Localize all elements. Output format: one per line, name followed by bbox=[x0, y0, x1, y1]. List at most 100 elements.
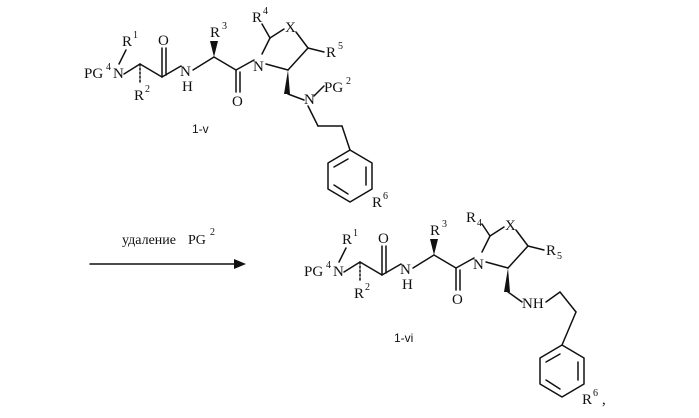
reactant-n-label: N bbox=[113, 66, 124, 82]
arrow-label-pg: PG bbox=[188, 233, 206, 248]
reactant-structure: PG 4 N R 1 R 2 O N H R 3 O N bbox=[84, 6, 388, 211]
product-n-label: N bbox=[333, 264, 344, 280]
reactant-o2-label: O bbox=[232, 94, 243, 110]
reactant-bond-ca2-c2 bbox=[214, 57, 236, 70]
product-bond-nh-ca2 bbox=[413, 255, 434, 268]
reactant-r3-label: R bbox=[210, 25, 220, 41]
reactant-bond-chain-3 bbox=[342, 126, 350, 150]
reactant-compound-id: 1-v bbox=[192, 122, 209, 136]
product-nh-n: N bbox=[400, 262, 411, 278]
product-pg4-label: PG bbox=[304, 264, 323, 280]
product-r5-label: R bbox=[546, 243, 556, 259]
reactant-bond-ca1-c1 bbox=[140, 64, 162, 77]
reactant-o1-label: O bbox=[158, 33, 169, 49]
product-bond-ca1-c1 bbox=[360, 262, 382, 275]
product-r6-label: R bbox=[582, 392, 592, 408]
reactant-bond-r4 bbox=[262, 24, 270, 38]
reactant-r1-sup: 1 bbox=[133, 30, 138, 41]
product-ring-bond-3 bbox=[516, 230, 528, 246]
reactant-nh-h: H bbox=[182, 79, 193, 95]
product-r5-sub: 5 bbox=[557, 251, 562, 262]
product-benzene-double-1 bbox=[546, 354, 560, 362]
product-ring-n: N bbox=[473, 257, 484, 273]
reactant-r1-label: R bbox=[122, 34, 132, 50]
product-bond-chain-1 bbox=[546, 292, 560, 302]
reactant-ring-bond-4 bbox=[288, 48, 308, 70]
arrow-label-sup: 2 bbox=[210, 227, 215, 238]
product-x-label: X bbox=[505, 218, 516, 234]
reactant-r4-label: R bbox=[252, 10, 262, 26]
reaction-arrow: удаление PG 2 bbox=[90, 227, 246, 269]
reactant-benzene-double-3 bbox=[334, 185, 348, 194]
product-compound-id: 1-vi bbox=[394, 331, 413, 345]
reactant-r3-sup: 3 bbox=[222, 21, 227, 32]
product-o1-label: O bbox=[378, 231, 389, 247]
reactant-n2-label: N bbox=[304, 92, 315, 108]
reactant-pg4-sup: 4 bbox=[106, 62, 111, 73]
product-ring-bond-4 bbox=[508, 246, 528, 268]
arrow-head bbox=[234, 259, 246, 269]
product-bond-ch2-nh bbox=[508, 292, 522, 302]
reactant-wedge-ca2-r3 bbox=[210, 41, 218, 57]
reactant-pg4-label: PG bbox=[84, 66, 103, 82]
reactant-r4-sup: 4 bbox=[263, 6, 268, 17]
reactant-r2-sup: 2 bbox=[145, 84, 150, 95]
product-pg4-sup: 4 bbox=[326, 260, 331, 271]
product-r4-label: R bbox=[466, 210, 476, 226]
reactant-r5-label: R bbox=[326, 45, 336, 61]
product-bond-r5 bbox=[528, 246, 544, 250]
product-wedge-ca2-r3 bbox=[430, 239, 438, 255]
product-bond-chain-2 bbox=[560, 292, 576, 312]
reactant-pg2-sup: 2 bbox=[346, 76, 351, 87]
reactant-ring-bond-1 bbox=[262, 38, 270, 54]
product-wedge-ch2 bbox=[504, 268, 510, 292]
reactant-ring-bond-5 bbox=[266, 64, 288, 70]
product-nh-h: H bbox=[402, 277, 413, 293]
product-benzene-double-3 bbox=[546, 380, 560, 389]
arrow-label-text: удаление bbox=[122, 233, 176, 248]
reactant-pg2-label: PG bbox=[324, 80, 343, 96]
product-r2-sup: 2 bbox=[365, 282, 370, 293]
product-bond-n-ca1 bbox=[344, 262, 360, 272]
reactant-bond-nh-ca2 bbox=[193, 57, 214, 70]
reactant-ring-n: N bbox=[253, 59, 264, 75]
reactant-wedge-ch2 bbox=[284, 70, 290, 94]
reactant-ring-bond-2 bbox=[270, 29, 284, 38]
product-ring-bond-1 bbox=[482, 236, 490, 252]
reactant-bond-ch2-n2 bbox=[288, 94, 304, 100]
reactant-bond-n-ca1 bbox=[124, 64, 140, 74]
product-bond-ca2-c2 bbox=[434, 255, 456, 268]
reactant-nh-n: N bbox=[180, 64, 191, 80]
product-structure: PG 4 N R 1 R 2 O N H R 3 O N X R 4 bbox=[304, 210, 606, 408]
product-bond-r4 bbox=[482, 224, 490, 236]
reactant-x-label: X bbox=[285, 20, 296, 36]
reactant-bond-c2-ringn bbox=[236, 60, 254, 70]
product-bond-c1-nh bbox=[382, 264, 401, 275]
product-r3-label: R bbox=[430, 223, 440, 239]
product-ring-bond-5 bbox=[486, 262, 508, 268]
product-o2-label: O bbox=[452, 292, 463, 308]
product-bond-c2-ringn bbox=[456, 258, 474, 268]
reactant-benzene-double-1 bbox=[334, 159, 348, 167]
product-bond-chain-3 bbox=[562, 312, 576, 345]
reactant-r5-sup: 5 bbox=[338, 41, 343, 52]
product-trailing-comma: , bbox=[602, 392, 606, 408]
reactant-r6-label: R bbox=[372, 195, 382, 211]
reactant-bond-chain-1 bbox=[308, 106, 318, 126]
reactant-bond-n2-pg2 bbox=[314, 86, 324, 96]
product-ring-bond-2 bbox=[490, 227, 504, 236]
product-r4-sub: 4 bbox=[477, 218, 482, 229]
product-nh2-label: NH bbox=[522, 296, 544, 312]
product-r1-label: R bbox=[342, 232, 352, 248]
reactant-bond-n-r1 bbox=[119, 50, 126, 64]
product-r2-label: R bbox=[354, 286, 364, 302]
reactant-r6-sup: 6 bbox=[383, 191, 388, 202]
product-r3-sup: 3 bbox=[442, 219, 447, 230]
reactant-bond-r5 bbox=[308, 48, 324, 52]
product-bond-n-r1 bbox=[339, 248, 346, 262]
product-r1-sup: 1 bbox=[353, 228, 358, 239]
reactant-r2-label: R bbox=[134, 88, 144, 104]
reactant-bond-c1-nh bbox=[162, 66, 181, 77]
product-r6-sup: 6 bbox=[593, 388, 598, 399]
